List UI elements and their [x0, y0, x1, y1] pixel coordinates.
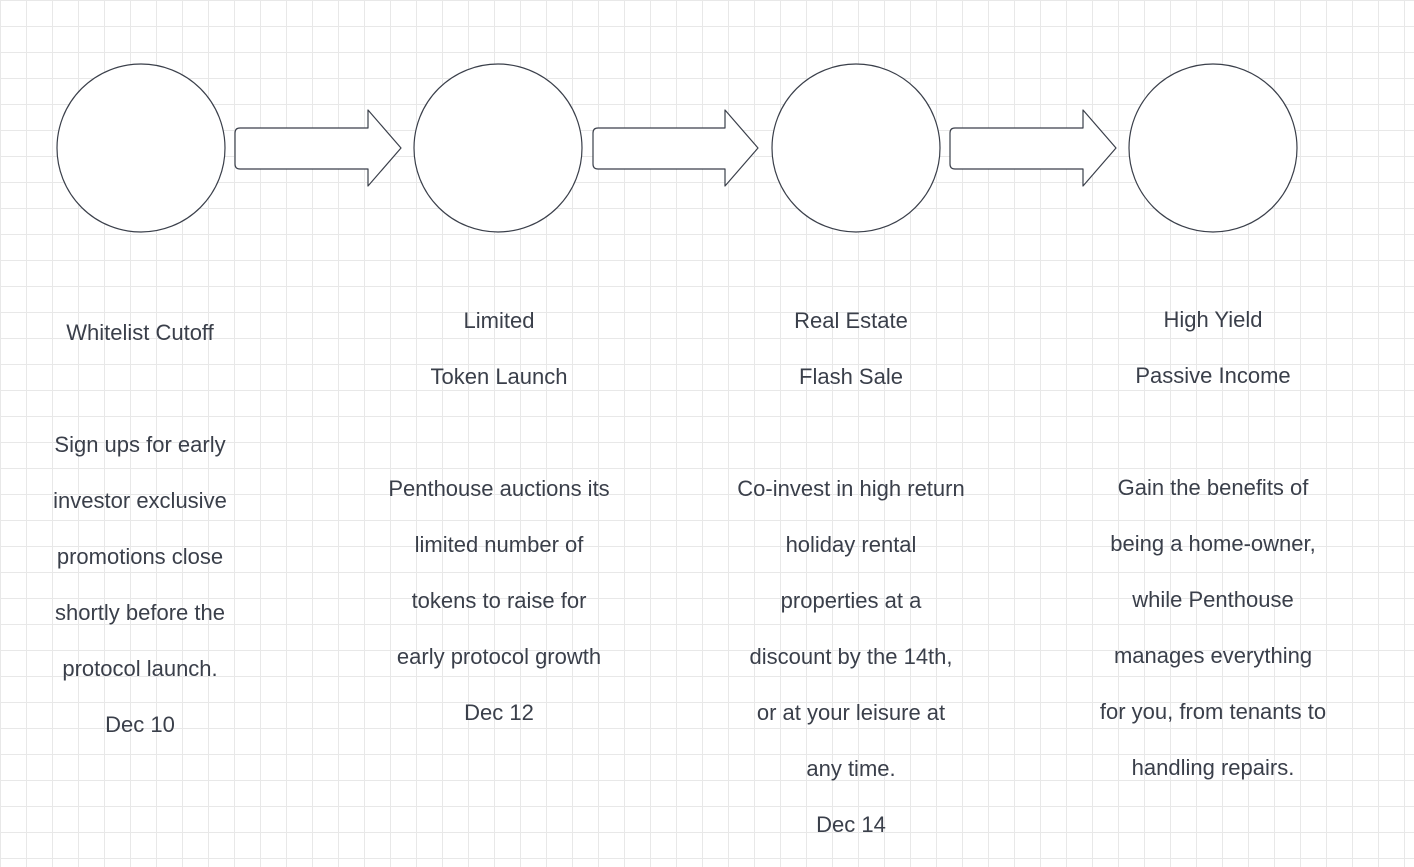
step-1-text[interactable]: Whitelist Cutoff Sign ups for early inve…: [20, 291, 260, 767]
flow-diagram: [56, 63, 1298, 233]
step-4-desc-line: Gain the benefits of: [1117, 475, 1309, 500]
step-4-title-line: High Yield: [1163, 307, 1263, 332]
spacer: [368, 419, 630, 447]
step-1-desc-line: promotions close: [56, 544, 224, 569]
step-3-title-line: Real Estate: [794, 308, 908, 333]
step-2-desc-line: early protocol growth: [396, 644, 602, 669]
arrow-1-to-2[interactable]: [234, 109, 402, 187]
step-2-date: Dec 12: [464, 700, 534, 725]
step-3-circle[interactable]: [771, 63, 941, 233]
step-4-circle[interactable]: [1128, 63, 1298, 233]
step-3-date: Dec 14: [816, 812, 886, 837]
spacer: [20, 375, 260, 403]
step-4-desc-line: while Penthouse: [1132, 587, 1294, 612]
step-1-date: Dec 10: [105, 712, 175, 737]
step-3-title-line: Flash Sale: [799, 364, 903, 389]
step-1-desc-line: shortly before the: [55, 600, 225, 625]
step-3-desc-line: properties at a: [780, 588, 922, 613]
step-1-desc-line: Sign ups for early: [54, 432, 226, 457]
step-3-text[interactable]: Real Estate Flash Sale Co-invest in high…: [716, 279, 986, 867]
step-2-desc-line: tokens to raise for: [411, 588, 587, 613]
arrow-3-to-4[interactable]: [949, 109, 1117, 187]
step-4-title-line: Passive Income: [1135, 363, 1291, 388]
step-3-desc-line: Co-invest in high return: [737, 476, 965, 501]
step-4-text[interactable]: High Yield Passive Income Gain the benef…: [1078, 278, 1348, 810]
step-2-desc-line: limited number of: [414, 532, 584, 557]
step-4-desc-line: handling repairs.: [1131, 755, 1295, 780]
step-3-desc-line: any time.: [806, 756, 896, 781]
step-3-desc-line: discount by the 14th,: [749, 644, 953, 669]
step-3-desc-line: or at your leisure at: [756, 700, 946, 725]
step-1-title: Whitelist Cutoff: [66, 320, 214, 345]
step-3-desc-line: holiday rental: [785, 532, 917, 557]
arrow-2-to-3[interactable]: [592, 109, 759, 187]
step-2-title-line: Limited: [463, 308, 535, 333]
step-1-desc-line: investor exclusive: [53, 488, 227, 513]
step-4-desc-line: for you, from tenants to: [1099, 699, 1327, 724]
spacer: [716, 419, 986, 447]
spacer: [1078, 418, 1348, 446]
step-2-circle[interactable]: [413, 63, 583, 233]
step-4-desc-line: being a home-owner,: [1110, 531, 1316, 556]
step-4-desc-line: manages everything: [1113, 643, 1313, 668]
step-2-desc-line: Penthouse auctions its: [388, 476, 610, 501]
step-2-title-line: Token Launch: [430, 364, 568, 389]
step-1-desc-line: protocol launch.: [62, 656, 218, 681]
step-2-text[interactable]: Limited Token Launch Penthouse auctions …: [368, 279, 630, 755]
step-1-circle[interactable]: [56, 63, 226, 233]
